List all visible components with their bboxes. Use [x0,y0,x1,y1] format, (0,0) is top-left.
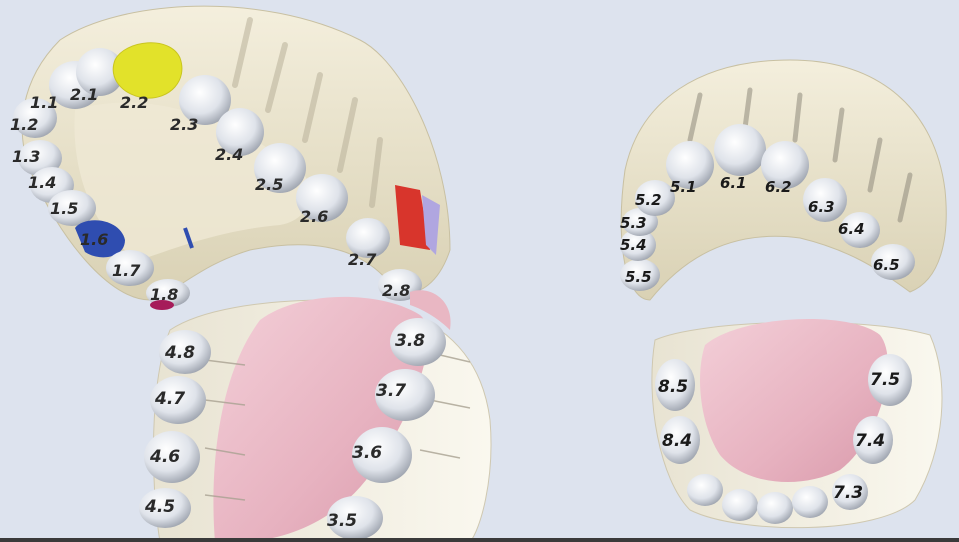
label-5-1: 5.1 [670,178,697,196]
label-1-7: 1.7 [112,261,141,280]
label-6-4: 6.4 [838,220,865,238]
label-4-7: 4.7 [154,389,185,409]
label-1-5: 1.5 [50,199,78,218]
tooth-6-1 [714,124,766,176]
label-8-4: 8.4 [662,431,692,451]
label-4-5: 4.5 [144,497,175,517]
child-upper-jaw: 5.5 5.4 5.3 5.2 5.1 6.1 6.2 6.3 6.4 6.5 [620,60,946,300]
label-2-2: 2.2 [120,93,148,112]
label-7-5: 7.5 [870,370,900,390]
label-6-3: 6.3 [808,198,835,216]
label-5-4: 5.4 [620,236,647,254]
label-7-4: 7.4 [855,431,885,451]
tooth-front-4 [792,486,828,518]
label-2-5: 2.5 [255,175,283,194]
label-4-8: 4.8 [164,343,195,363]
label-3-7: 3.7 [376,381,406,401]
adult-lower-jaw: 4.8 4.7 4.6 4.5 3.8 3.7 3.6 3.5 [139,290,491,542]
label-2-4: 2.4 [215,145,243,164]
tooth-front-3 [757,492,793,524]
label-6-1: 6.1 [720,174,747,192]
label-5-3: 5.3 [620,214,647,232]
label-1-4: 1.4 [28,173,56,192]
tooth-front-2 [722,489,758,521]
label-1-3: 1.3 [12,147,40,166]
label-1-2: 1.2 [10,115,38,134]
label-5-2: 5.2 [635,191,662,209]
bottom-border [0,538,959,542]
adult-upper-jaw: 1.2 1.1 2.1 2.2 2.3 2.4 2.5 2.6 2.7 2.8 … [10,6,450,310]
label-7-3: 7.3 [833,483,863,503]
tooth-2-2 [113,43,182,98]
label-4-6: 4.6 [149,447,180,467]
child-lower-jaw: 8.5 8.4 7.5 7.4 7.3 [652,319,942,528]
label-2-8: 2.8 [382,281,410,300]
label-2-6: 2.6 [300,207,328,226]
label-2-3: 2.3 [170,115,198,134]
label-3-8: 3.8 [395,331,425,351]
label-1-6: 1.6 [80,230,108,249]
label-6-2: 6.2 [765,178,792,196]
label-1-1: 1.1 [30,93,58,112]
tooth-front-1 [687,474,723,506]
label-8-5: 8.5 [658,377,688,397]
label-2-1: 2.1 [70,85,98,104]
label-2-7: 2.7 [348,250,377,269]
label-5-5: 5.5 [625,268,652,286]
label-6-5: 6.5 [873,256,900,274]
label-1-8: 1.8 [150,285,178,304]
label-3-6: 3.6 [352,443,382,463]
label-3-5: 3.5 [327,511,357,531]
